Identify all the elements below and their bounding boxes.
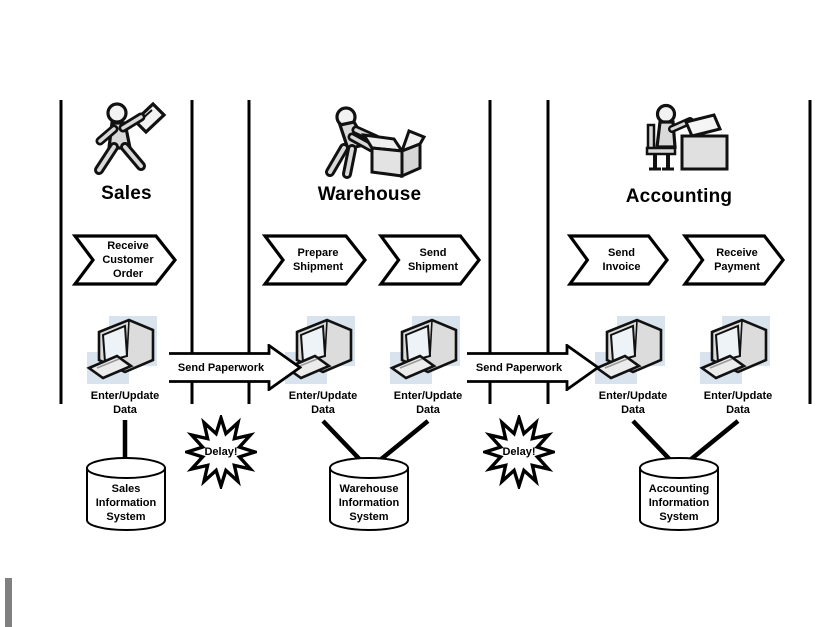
- chevron-shape: [567, 234, 670, 286]
- delay-starburst-2: Delay!: [483, 415, 555, 489]
- database-label: Sales Information System: [95, 482, 157, 524]
- computer-icon: [594, 316, 665, 384]
- warehouse-worker-icon: [325, 106, 427, 179]
- enter-update-data-label: Enter/Update Data: [393, 390, 463, 416]
- send-paperwork-arrow-1: Send Paperwork: [168, 344, 302, 391]
- block-arrow-shape: [467, 344, 600, 391]
- vertical-scrollbar-thumb[interactable]: [5, 578, 12, 627]
- chevron-shape: [262, 234, 368, 286]
- lane-title-accounting: Accounting: [625, 186, 733, 207]
- lane-title-warehouse: Warehouse: [317, 184, 422, 205]
- database-label: Accounting Information System: [648, 482, 710, 524]
- delay-label: Delay!: [204, 446, 238, 458]
- step-label: Send Shipment: [407, 246, 459, 273]
- computer-icon: [284, 316, 355, 384]
- send-paperwork-arrow-2: Send Paperwork: [466, 344, 600, 391]
- enter-update-data-label: Enter/Update Data: [90, 390, 160, 416]
- computer-icon: [86, 316, 157, 384]
- step-receive-payment: Receive Payment: [682, 233, 786, 287]
- swimlane-lines: [59, 100, 812, 404]
- starburst-shape: [185, 415, 257, 489]
- database-label: Warehouse Information System: [338, 482, 400, 524]
- enter-update-data-label: Enter/Update Data: [703, 390, 773, 416]
- delay-starburst-1: Delay!: [185, 415, 257, 489]
- warehouse-information-system-db: Warehouse Information System: [328, 456, 410, 532]
- flow-label: Send Paperwork: [177, 361, 265, 374]
- enter-update-data-label: Enter/Update Data: [598, 390, 668, 416]
- enter-update-data-label: Enter/Update Data: [288, 390, 358, 416]
- chevron-shape: [378, 234, 482, 286]
- step-label: Prepare Shipment: [292, 246, 344, 273]
- accounting-information-system-db: Accounting Information System: [638, 456, 720, 532]
- flow-label: Send Paperwork: [475, 361, 563, 374]
- computer-icon: [389, 316, 460, 384]
- step-receive-customer-order: Receive Customer Order: [72, 233, 178, 287]
- starburst-shape: [483, 415, 555, 489]
- computer-icon: [699, 316, 770, 384]
- block-arrow-shape: [169, 344, 302, 391]
- step-label: Receive Payment: [714, 246, 760, 273]
- step-send-invoice: Send Invoice: [567, 233, 670, 287]
- step-prepare-shipment: Prepare Shipment: [262, 233, 368, 287]
- step-label: Receive Customer Order: [102, 239, 154, 281]
- chevron-shape: [682, 234, 786, 286]
- database-cylinder-shape: [639, 456, 719, 532]
- accountant-at-desk-icon: [645, 103, 729, 171]
- database-cylinder-shape: [86, 456, 166, 532]
- step-send-shipment: Send Shipment: [378, 233, 482, 287]
- lane-title-sales: Sales: [101, 183, 152, 204]
- salesperson-icon: [94, 101, 167, 175]
- sales-information-system-db: Sales Information System: [85, 456, 167, 532]
- chevron-shape: [72, 234, 178, 286]
- step-label: Send Invoice: [602, 246, 641, 273]
- database-cylinder-shape: [329, 456, 409, 532]
- delay-label: Delay!: [502, 446, 536, 458]
